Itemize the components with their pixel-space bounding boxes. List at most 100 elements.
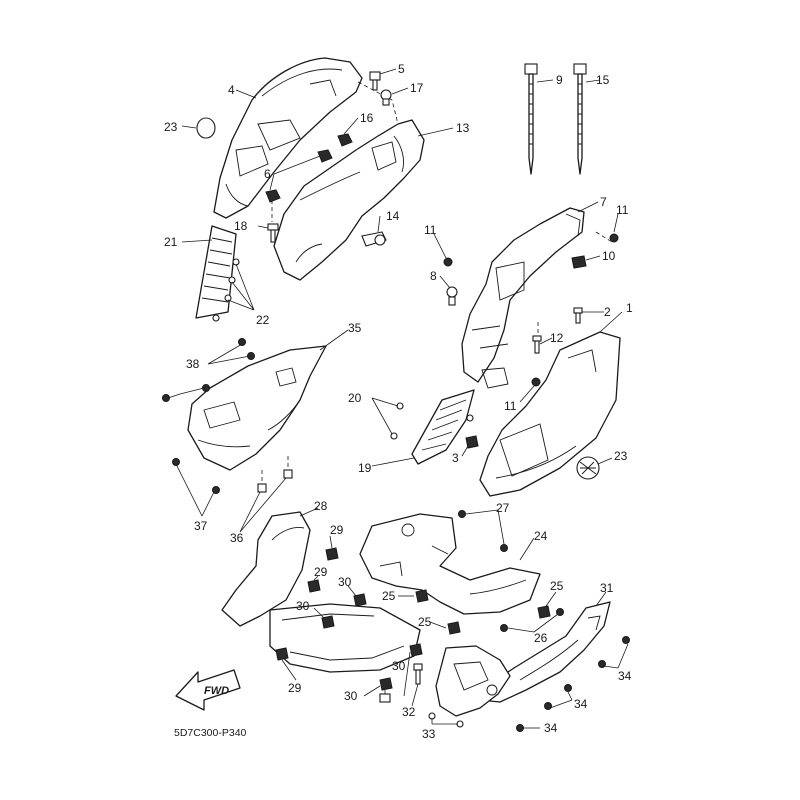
callout-15: 15 bbox=[596, 73, 610, 87]
screw-26-icon bbox=[500, 608, 564, 632]
bolt-2-icon bbox=[573, 307, 583, 324]
clip-nut-29-icon bbox=[275, 547, 339, 661]
callout-5: 5 bbox=[398, 62, 405, 76]
fwd-label: FWD bbox=[204, 685, 229, 697]
callout-30: 30 bbox=[338, 575, 352, 589]
callout-34: 34 bbox=[544, 721, 558, 735]
bolt-32-icon bbox=[413, 663, 423, 685]
clip-nut-3-icon bbox=[465, 435, 479, 449]
callout-34: 34 bbox=[574, 697, 588, 711]
grommet-17-icon bbox=[380, 89, 392, 106]
part-19-grille bbox=[411, 389, 475, 465]
part-31-lower-cover bbox=[479, 601, 611, 703]
callout-7: 7 bbox=[600, 195, 607, 209]
bolt-5-icon bbox=[369, 71, 381, 91]
screw-27-icon bbox=[458, 510, 508, 552]
part-13-side-cowl bbox=[273, 119, 425, 281]
grommet-23b-icon bbox=[576, 456, 600, 480]
callout-14: 14 bbox=[386, 209, 400, 223]
callout-labels: 4 5 17 16 13 23 6 18 14 21 22 9 15 7 11 … bbox=[164, 62, 633, 741]
callout-31: 31 bbox=[600, 581, 614, 595]
callout-23: 23 bbox=[614, 449, 628, 463]
bolt-18-icon bbox=[267, 223, 279, 243]
callout-37: 37 bbox=[194, 519, 208, 533]
bolt-12-icon bbox=[532, 335, 542, 354]
clip-nut-10-icon bbox=[571, 255, 587, 269]
screw-22-icon bbox=[212, 258, 240, 322]
callout-34: 34 bbox=[618, 669, 632, 683]
screw-38-icon bbox=[162, 338, 255, 402]
assembly-line bbox=[595, 231, 613, 243]
callout-25: 25 bbox=[550, 579, 564, 593]
bolt-36-icon bbox=[257, 469, 293, 493]
callout-25: 25 bbox=[418, 615, 432, 629]
callout-35: 35 bbox=[348, 321, 362, 335]
cable-tie-15-icon bbox=[573, 63, 587, 175]
clip-nut-16b-icon bbox=[317, 149, 333, 163]
screw-20-icon bbox=[390, 402, 474, 440]
part-7-side-bracket bbox=[461, 207, 585, 389]
callout-22: 22 bbox=[256, 313, 270, 327]
callout-32: 32 bbox=[402, 705, 416, 719]
bolt-30-icon bbox=[379, 693, 391, 703]
part-33-lower-cover bbox=[435, 645, 511, 717]
callout-16: 16 bbox=[360, 111, 374, 125]
assembly-line bbox=[261, 456, 289, 484]
bolt-8-icon bbox=[446, 286, 458, 306]
diagram-code: 5D7C300-P340 bbox=[174, 727, 247, 739]
callout-2: 2 bbox=[604, 305, 611, 319]
bolt-14-icon bbox=[361, 231, 387, 247]
callout-11: 11 bbox=[424, 223, 437, 237]
callout-29: 29 bbox=[288, 681, 302, 695]
callout-33: 33 bbox=[422, 727, 436, 741]
leader-lines bbox=[167, 68, 629, 729]
callout-3: 3 bbox=[452, 451, 459, 465]
clip-nut-30-icon bbox=[321, 593, 423, 691]
callout-10: 10 bbox=[602, 249, 616, 263]
callout-8: 8 bbox=[430, 269, 437, 283]
grommet-23a-icon bbox=[196, 117, 216, 139]
callout-27: 27 bbox=[496, 501, 510, 515]
callout-11: 11 bbox=[616, 203, 629, 217]
clip-nut-16-icon bbox=[337, 133, 353, 147]
callout-26: 26 bbox=[534, 631, 548, 645]
bolt-11b-icon bbox=[609, 233, 619, 243]
callout-19: 19 bbox=[358, 461, 372, 475]
callout-17: 17 bbox=[410, 81, 424, 95]
callout-13: 13 bbox=[456, 121, 470, 135]
callout-23: 23 bbox=[164, 120, 178, 134]
bolt-11a-icon bbox=[443, 257, 453, 267]
callout-28: 28 bbox=[314, 499, 328, 513]
callout-29: 29 bbox=[330, 523, 344, 537]
callout-9: 9 bbox=[556, 73, 563, 87]
callout-20: 20 bbox=[348, 391, 362, 405]
fwd-arrow-icon: FWD bbox=[175, 669, 241, 711]
assembly-line bbox=[357, 81, 399, 125]
screw-34-icon bbox=[516, 636, 630, 732]
callout-6: 6 bbox=[264, 167, 271, 181]
callout-38: 38 bbox=[186, 357, 200, 371]
callout-29: 29 bbox=[314, 565, 328, 579]
callout-12: 12 bbox=[550, 331, 564, 345]
callout-24: 24 bbox=[534, 529, 548, 543]
callout-30: 30 bbox=[344, 689, 358, 703]
callout-18: 18 bbox=[234, 219, 248, 233]
callout-25: 25 bbox=[382, 589, 396, 603]
screw-37-icon bbox=[172, 458, 220, 494]
callout-4: 4 bbox=[228, 83, 235, 97]
callout-36: 36 bbox=[230, 531, 244, 545]
callout-21: 21 bbox=[164, 235, 178, 249]
part-4-upper-cowl bbox=[213, 57, 363, 219]
bolt-11c-icon bbox=[531, 377, 541, 387]
callout-1: 1 bbox=[626, 301, 633, 315]
part-1-side-cover bbox=[479, 331, 621, 497]
callout-11: 11 bbox=[504, 399, 517, 413]
part-21-grille bbox=[195, 225, 237, 319]
callout-30: 30 bbox=[392, 659, 406, 673]
part-35-lower-cowl bbox=[187, 345, 327, 471]
clip-nut-25-icon bbox=[415, 589, 551, 635]
clip-nut-6-icon bbox=[265, 189, 281, 203]
part-24-lower-panel bbox=[359, 513, 541, 615]
callout-30: 30 bbox=[296, 599, 310, 613]
